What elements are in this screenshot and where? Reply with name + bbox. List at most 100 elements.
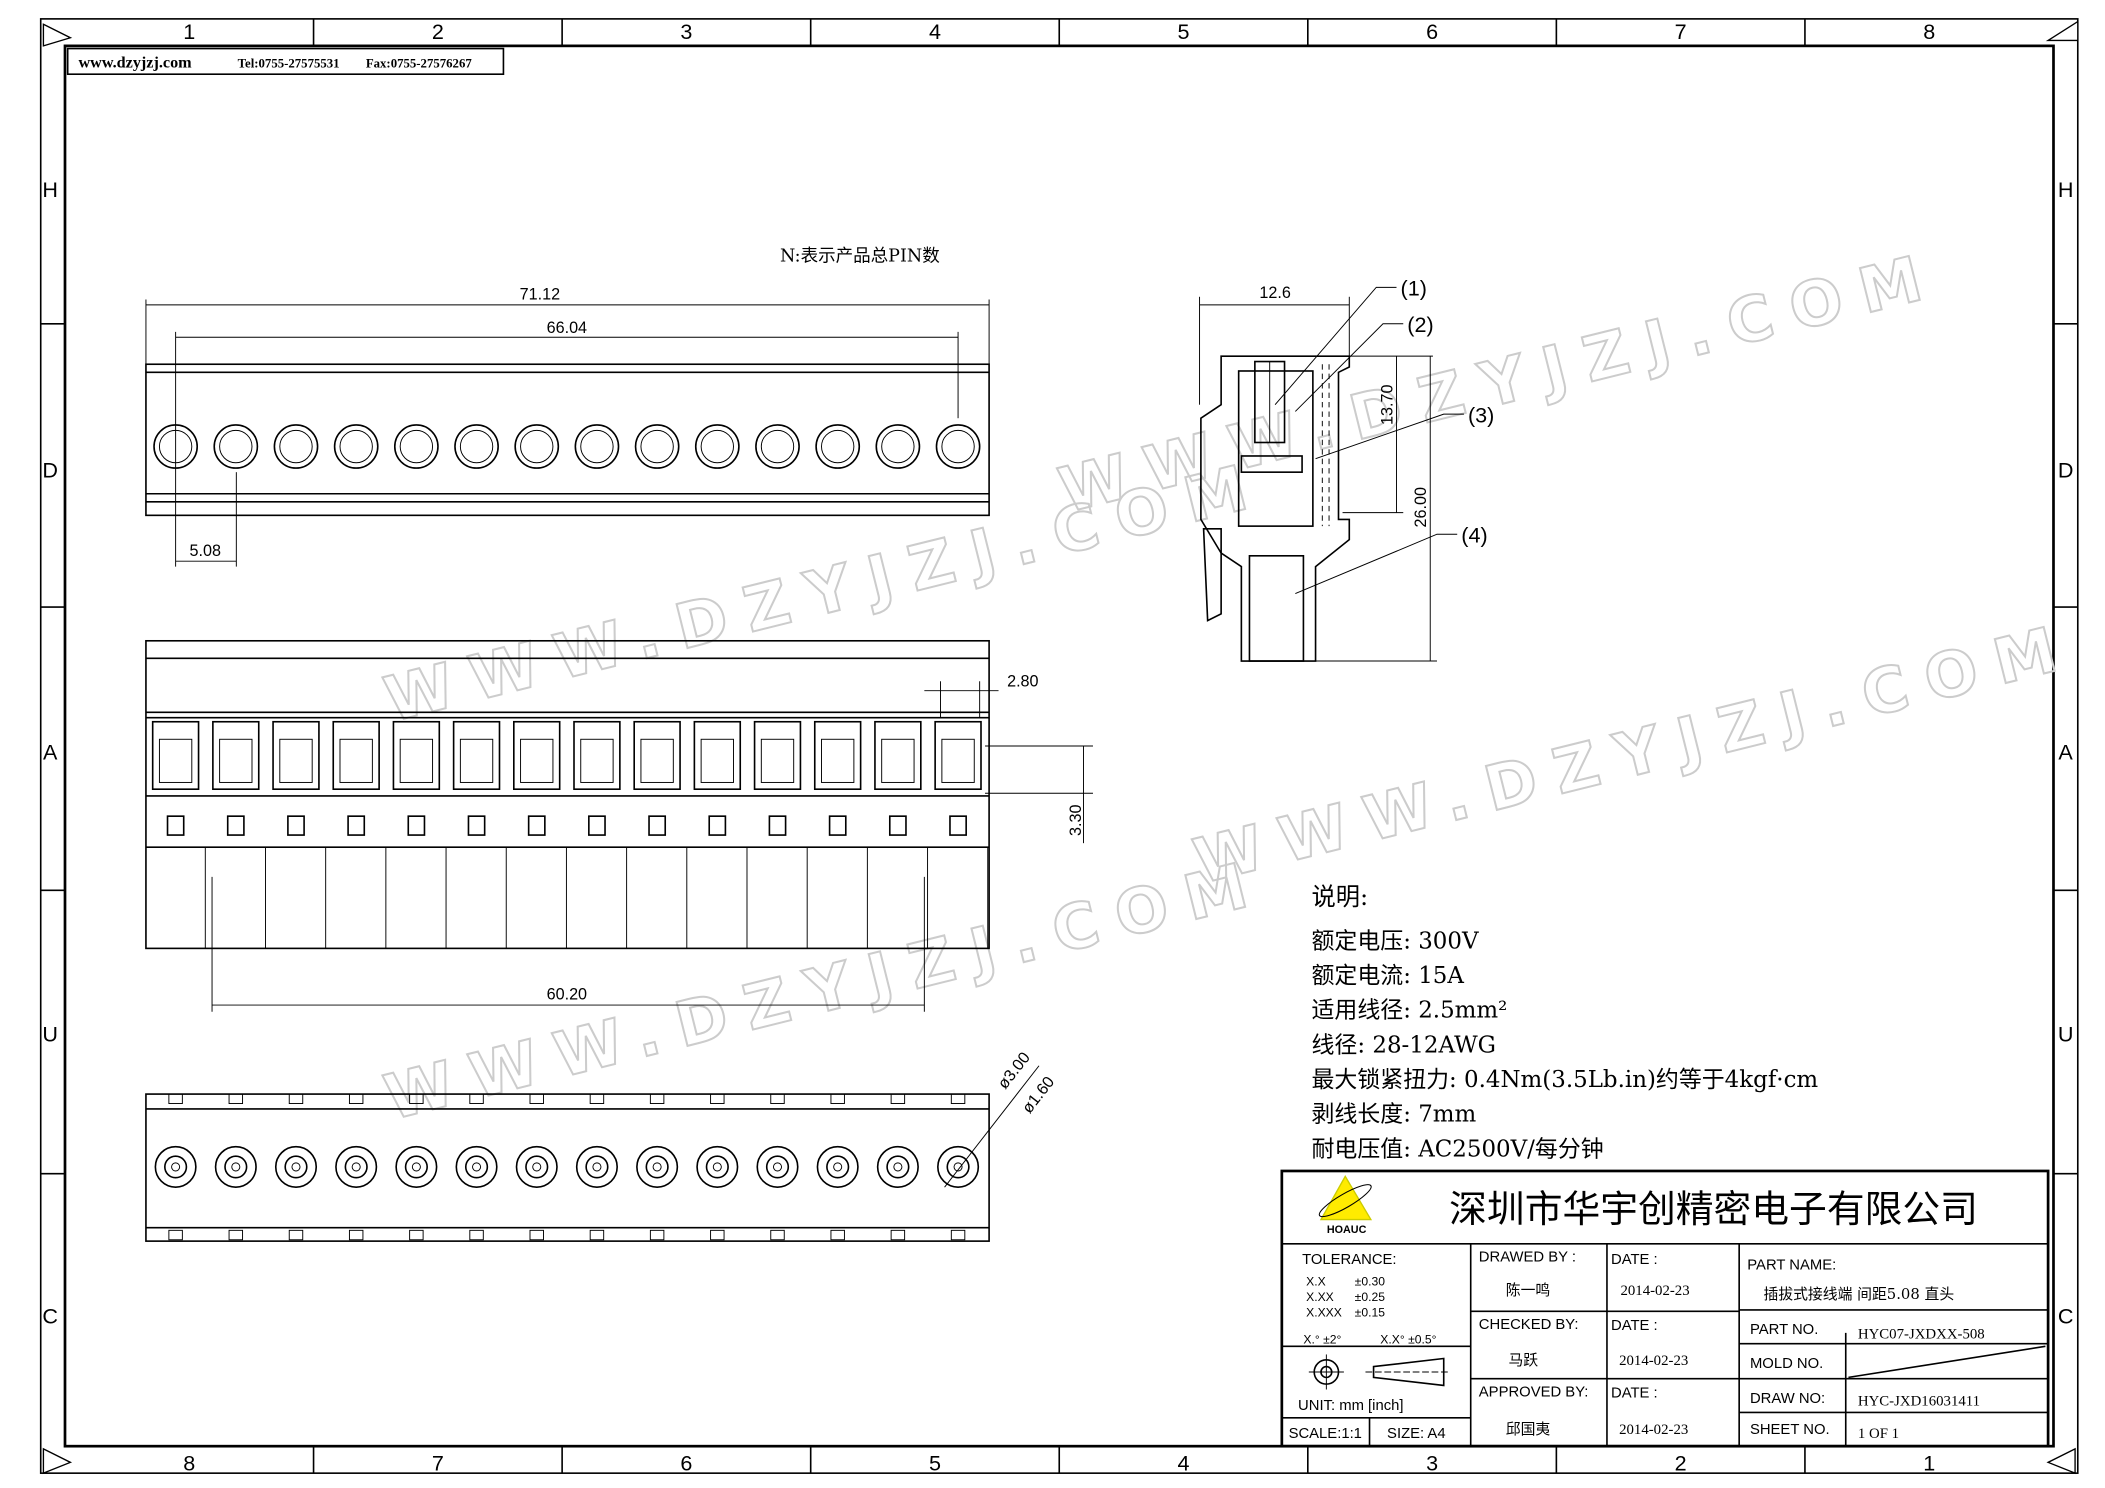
pin-hole <box>154 1145 197 1188</box>
date-checked: 2014-02-23 <box>1619 1353 1688 1369</box>
screw-hole <box>454 424 499 469</box>
front-view: 2.80 3.30 60.20 <box>145 639 1093 1012</box>
mold-no-label: MOLD NO. <box>1750 1356 1823 1372</box>
header-contact: www.dzyjzj.com Tel:0755-27575531 Fax:075… <box>66 47 505 76</box>
callout-1: (1) <box>1401 275 1427 300</box>
screw-hole <box>755 424 800 469</box>
row-label-left: U <box>42 1021 58 1046</box>
column-label-bottom: 1 <box>1923 1450 1935 1475</box>
pin-hole <box>395 1145 438 1188</box>
row-label-right: U <box>2058 1021 2074 1046</box>
tolerance-format: X.XX <box>1306 1290 1334 1304</box>
screw-hole <box>333 424 379 469</box>
approved-by-label: APPROVED BY: <box>1479 1384 1589 1400</box>
screw-hole <box>694 424 740 469</box>
dim-pitch-span: 66.04 <box>547 319 587 337</box>
wire-entry <box>573 720 621 791</box>
part-name-label: PART NAME: <box>1747 1257 1836 1273</box>
screw-hole <box>574 424 620 469</box>
watermark-text: WWW.DZYJZJ.COM <box>377 447 1272 737</box>
pin-hole <box>214 1145 257 1188</box>
top-view: 71.12 66.04 5.08 <box>145 285 990 567</box>
part-no-value: HYC07-JXDXX-508 <box>1858 1326 1985 1342</box>
date-label: DATE : <box>1611 1386 1658 1402</box>
dim-60-20: 60.20 <box>547 986 587 1004</box>
dim-3-30: 3.30 <box>1067 804 1085 835</box>
tolerance-value: ±0.15 <box>1355 1306 1386 1320</box>
spec-line: 最大锁紧扭力: 0.4Nm(3.5Lb.in)约等于4kgf·cm <box>1312 1067 1819 1093</box>
column-label-bottom: 4 <box>1178 1450 1190 1475</box>
dim-dia-3: ø3.00 <box>994 1049 1034 1093</box>
wire-entry <box>392 720 441 791</box>
row-label-left: D <box>42 458 58 483</box>
spec-line: 剥线长度: 7mm <box>1312 1102 1477 1128</box>
pin-hole <box>455 1145 498 1188</box>
company-name: 深圳市华宇创精密电子有限公司 <box>1449 1189 1978 1231</box>
tolerance-value: ±0.30 <box>1355 1275 1386 1289</box>
date-label: DATE : <box>1611 1318 1658 1334</box>
screw-hole-inner <box>580 429 614 464</box>
tolerance-format: X.XXX <box>1306 1306 1342 1320</box>
row-label-right: H <box>2058 177 2074 202</box>
wire-entry <box>934 720 982 791</box>
screw-hole <box>393 424 439 469</box>
column-label-top: 8 <box>1923 19 1935 44</box>
row-label-left: H <box>42 177 58 202</box>
wire-entry <box>332 720 380 791</box>
dim-side-width: 12.6 <box>1259 284 1290 302</box>
screw-hole <box>273 424 319 469</box>
screw-hole-inner <box>158 429 193 464</box>
angle-tolerance-2: X.X° ±0.5° <box>1380 1333 1436 1347</box>
screw-hole-inner <box>881 429 915 464</box>
column-label-bottom: 8 <box>183 1450 195 1475</box>
dim-gap: 2.80 <box>1007 673 1038 691</box>
drawed-by-label: DRAWED BY : <box>1479 1249 1576 1265</box>
date-label: DATE : <box>1611 1252 1658 1268</box>
screw-hole-inner <box>219 429 253 464</box>
screw-hole-inner <box>339 429 373 464</box>
pin-hole <box>937 1145 980 1188</box>
screw-hole <box>514 424 560 469</box>
screw-hole-inner <box>640 429 674 464</box>
pin-socket <box>527 815 546 836</box>
pin-note: N:表示产品总PIN数 <box>780 247 940 267</box>
part-name-value: 插拔式接线端 间距5.08 直头 <box>1763 1286 1954 1303</box>
column-label-bottom: 5 <box>929 1450 941 1475</box>
column-label-top: 1 <box>183 19 195 44</box>
pin-hole <box>696 1145 739 1188</box>
projection-symbol <box>1308 1354 1451 1390</box>
screw-hole <box>875 424 921 469</box>
pin-socket <box>828 815 847 836</box>
pin-socket <box>949 815 967 836</box>
spec-line: 线径: 28-12AWG <box>1312 1032 1496 1058</box>
callout-3: (3) <box>1468 402 1494 427</box>
pin-socket <box>768 815 787 836</box>
watermark-text: WWW.DZYJZJ.COM <box>1187 609 2082 899</box>
wire-entry <box>874 720 922 791</box>
screw-hole-inner <box>279 429 313 464</box>
specs-title: 说明: <box>1312 882 1369 911</box>
date-drawn: 2014-02-23 <box>1620 1283 1689 1299</box>
wire-entry <box>633 720 681 791</box>
dim-pitch: 5.08 <box>190 542 221 560</box>
fax-text: Fax:0755-27576267 <box>366 56 473 70</box>
column-label-top: 6 <box>1426 19 1438 44</box>
wire-entry <box>272 720 320 791</box>
screw-hole <box>815 424 861 469</box>
pin-socket <box>407 815 426 836</box>
dim-overall: 71.12 <box>520 285 560 303</box>
screw-hole-inner <box>520 429 554 464</box>
pin-socket <box>888 815 907 836</box>
tolerance-format: X.X <box>1306 1275 1326 1289</box>
website-text: www.dzyjzj.com <box>78 54 192 71</box>
pin-socket <box>588 815 606 836</box>
part-no-label: PART NO. <box>1750 1322 1818 1338</box>
row-label-left: A <box>43 740 58 765</box>
wire-entry <box>151 720 200 791</box>
spec-line: 适用线径: 2.5mm² <box>1312 998 1508 1024</box>
title-block: HOAUC 深圳市华宇创精密电子有限公司 TOLERANCE: X.X±0.30… <box>1280 1169 2050 1448</box>
column-label-top: 3 <box>680 19 692 44</box>
column-label-top: 7 <box>1675 19 1687 44</box>
pin-hole <box>816 1145 859 1188</box>
